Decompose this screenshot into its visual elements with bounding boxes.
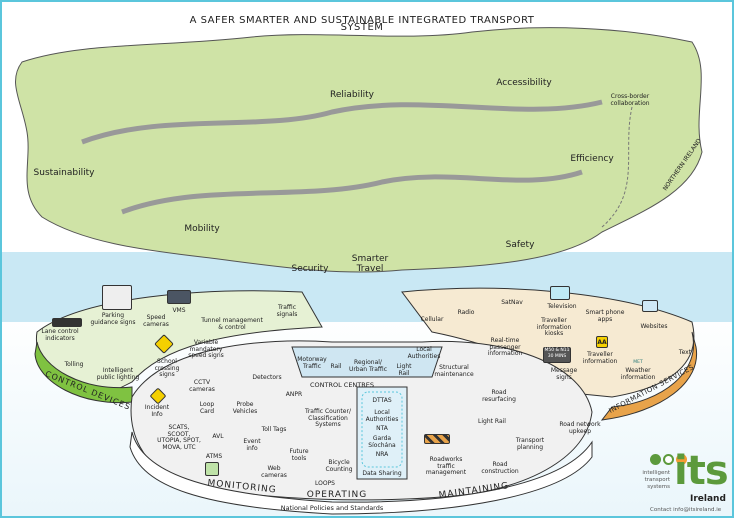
theme-safety: Safety xyxy=(505,240,535,250)
its-logo-dots xyxy=(650,454,687,465)
cc-regional-urban: Regional/ Urban Traffic xyxy=(348,359,388,373)
info-websites: Websites xyxy=(640,323,668,330)
information-services-band xyxy=(600,331,698,421)
item-avl: AVL xyxy=(212,433,224,440)
item-web-cameras: Web cameras xyxy=(261,465,287,479)
data-sharing-panel xyxy=(356,386,408,480)
border-line xyxy=(601,106,633,228)
met-badge: MET xyxy=(633,360,643,365)
item-anpr: ANPR xyxy=(285,391,303,398)
contact-email[interactable]: Contact info@itsireland.ie xyxy=(650,507,722,513)
info-satnav: SatNav xyxy=(501,299,523,306)
ireland-island xyxy=(15,27,703,273)
data-sharing-loop xyxy=(361,391,403,468)
item-road-network-upkeep: Road network upkeep xyxy=(559,421,601,435)
item-tunnel-management: Tunnel management & control xyxy=(201,317,263,331)
control-centres-label: CONTROL CENTRES xyxy=(309,381,375,389)
item-loop-card: Loop Card xyxy=(199,401,215,415)
item-public-lighting: Intelligent public lighting xyxy=(96,367,140,381)
aa-badge: AA xyxy=(596,336,608,348)
item-incident-info: Incident Info xyxy=(144,404,170,418)
logo-dot xyxy=(663,454,674,465)
item-lane-control: Lane control indicators xyxy=(41,328,79,342)
theme-sustainability: Sustainability xyxy=(33,168,95,178)
cc-local-authorities: Local Authorities xyxy=(407,346,441,360)
theme-cross-border: Cross-border collaboration xyxy=(610,93,650,107)
item-school-crossing: School crossing signs xyxy=(154,358,180,378)
its-logo-subtitle: intelligent transport systems xyxy=(642,470,670,490)
info-weather: Weather information xyxy=(620,367,656,381)
item-variable-speed-signs: Variable mandatory speed signs xyxy=(188,339,224,359)
theme-security: Security xyxy=(291,264,329,274)
control-centre-base xyxy=(291,346,443,378)
ds-local-authorities: Local Authorities xyxy=(365,409,399,423)
info-kiosks: Traveller information kiosks xyxy=(536,317,572,337)
logo-dot xyxy=(650,454,661,465)
logo-dot xyxy=(676,454,687,465)
roadworks-barrier-icon xyxy=(424,434,450,444)
item-probe-vehicles: Probe Vehicles xyxy=(232,401,258,415)
theme-reliability: Reliability xyxy=(330,90,374,100)
item-event-info: Event info xyxy=(243,438,261,452)
info-television: Television xyxy=(547,303,577,310)
item-future-tools: Future tools xyxy=(289,448,309,462)
its-logo-country: Ireland xyxy=(690,494,726,504)
website-monitor-icon xyxy=(642,300,658,312)
item-bicycle-counting: Bicycle Counting xyxy=(325,459,353,473)
item-transport-planning: Transport planning xyxy=(515,437,545,451)
item-loops: LOOPS xyxy=(314,480,336,487)
theme-smarter-travel: Smarter Travel xyxy=(351,254,389,274)
item-tolling: Tolling xyxy=(64,361,84,368)
item-speed-cameras: Speed cameras xyxy=(143,314,169,328)
platform-rim xyxy=(129,431,593,515)
info-text: Text xyxy=(678,349,692,356)
item-toll-tags: Toll Tags xyxy=(261,426,287,433)
item-structural-maintenance: Structural maintenance xyxy=(434,364,474,378)
item-scats: SCATS, SCOOT, UTOPIA, SPOT, MOVA, UTC xyxy=(157,424,201,451)
ds-nta: NTA xyxy=(376,425,388,432)
lane-control-icon xyxy=(52,318,82,327)
cc-light-rail: Light Rail xyxy=(396,363,412,377)
info-radio: Radio xyxy=(457,309,475,316)
page-title: A SAFER SMARTER AND SUSTAINABLE INTEGRAT… xyxy=(189,15,535,33)
item-road-construction: Road construction xyxy=(481,461,519,475)
item-cctv: CCTV cameras xyxy=(189,379,215,393)
ds-garda: Garda Síochána xyxy=(368,435,396,449)
band-operating: OPERATING xyxy=(306,490,368,500)
item-vms: VMS xyxy=(172,307,186,314)
theme-efficiency: Efficiency xyxy=(570,154,614,164)
road xyxy=(81,99,603,145)
parking-sign-icon xyxy=(102,285,132,310)
footer-national-policies: National Policies and Standards xyxy=(280,504,384,512)
its-logo: its xyxy=(674,448,729,494)
item-road-resurfacing: Road resurfacing xyxy=(482,389,516,403)
theme-mobility: Mobility xyxy=(184,224,220,234)
info-realtime-passenger: Real-time passenger information xyxy=(487,337,523,357)
cc-motorway-traffic: Motorway Traffic xyxy=(297,356,327,370)
info-cellular: Cellular xyxy=(420,316,444,323)
ds-nra: NRA xyxy=(375,451,389,458)
info-message-signs: Message signs xyxy=(550,367,578,381)
item-atms: ATMS xyxy=(205,453,223,460)
theme-accessibility: Accessibility xyxy=(496,78,552,88)
message-sign-icon: M50 & N11 30 MINS xyxy=(543,347,571,363)
road xyxy=(121,169,583,215)
item-parking-guidance: Parking guidance signs xyxy=(90,312,136,326)
television-icon xyxy=(550,286,570,300)
item-traffic-signals: Traffic signals xyxy=(276,304,298,318)
item-detectors: Detectors xyxy=(252,374,282,381)
atms-icon xyxy=(205,462,219,476)
item-light-rail: Light Rail xyxy=(478,418,506,425)
info-traveller-information: Traveller information xyxy=(582,351,618,365)
item-traffic-counter: Traffic Counter/ Classification Systems xyxy=(305,408,351,428)
item-roadworks-management: Roadworks traffic management xyxy=(425,456,467,476)
data-sharing-label: Data Sharing xyxy=(362,470,402,477)
vms-icon xyxy=(167,290,191,304)
cc-rail: Rail xyxy=(330,363,342,370)
ds-dttas: DTTAS xyxy=(372,397,392,404)
info-smartphone-apps: Smart phone apps xyxy=(585,309,625,323)
